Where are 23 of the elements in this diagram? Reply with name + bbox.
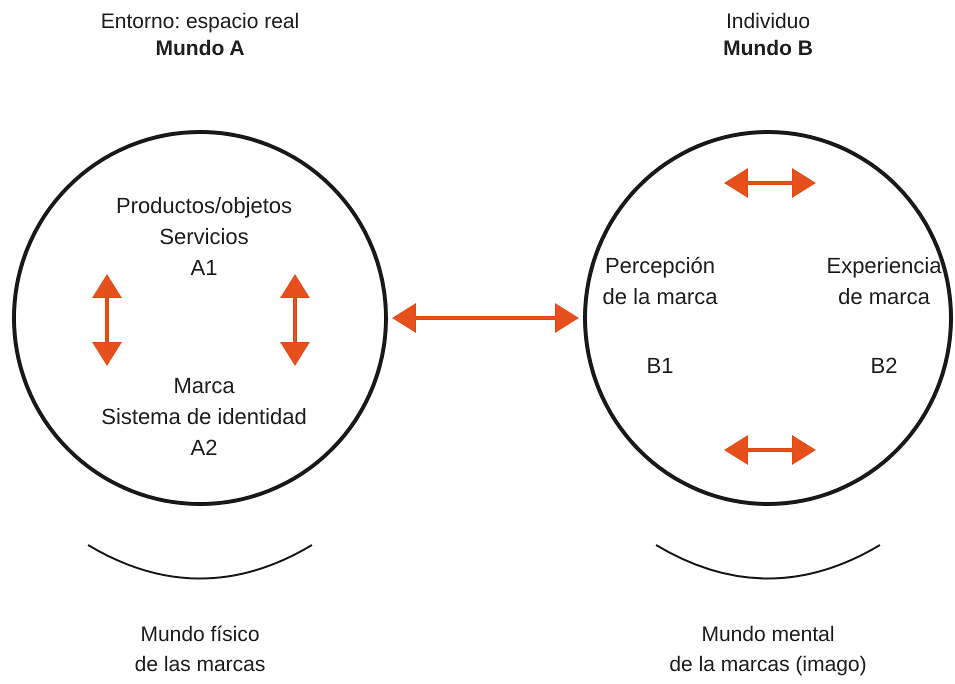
caption-line: Mundo físico <box>140 623 260 646</box>
world-subtitle: Entorno: espacio real <box>100 9 300 35</box>
section-code: B1 <box>646 352 674 380</box>
double-arrow <box>280 274 310 366</box>
section-code: B2 <box>870 352 898 380</box>
world-title: Mundo B <box>722 36 814 62</box>
section-label: Servicios <box>158 223 250 251</box>
section-label: Sistema de identidad <box>100 403 308 431</box>
section-label: Productos/objetos <box>114 192 294 220</box>
caption-line: de la marcas (imago) <box>669 653 867 676</box>
section-label: Experiencia de marca <box>826 252 942 311</box>
section-label: Marca <box>172 372 236 400</box>
section-code: A1 <box>190 254 218 282</box>
double-arrow <box>392 303 579 333</box>
world-subtitle: Individuo <box>724 9 812 35</box>
double-arrow <box>92 274 122 366</box>
section-label: Percepción de la marca <box>602 252 718 311</box>
world-title: Mundo A <box>154 36 246 62</box>
double-arrow <box>724 435 816 465</box>
double-arrow <box>724 168 816 198</box>
caption-line: Mundo mental <box>701 623 835 646</box>
caption-line: de las marcas <box>134 653 266 676</box>
section-code: A2 <box>190 434 218 462</box>
